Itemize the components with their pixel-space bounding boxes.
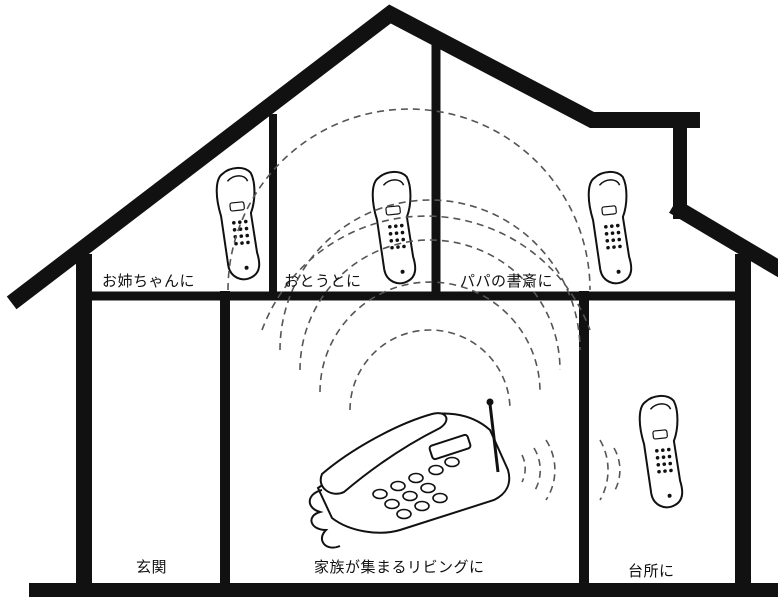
room-label-sister: お姉ちゃんに — [102, 272, 196, 290]
room-label-dad-study: パパの書斎に — [460, 272, 554, 290]
room-label-entrance: 玄関 — [136, 558, 168, 576]
cordless-handset-icon — [585, 169, 637, 287]
room-label-living: 家族が集まるリビングに — [314, 558, 485, 576]
room-label-brother: おとうとに — [284, 272, 362, 290]
house-structure — [6, 4, 778, 597]
cordless-handset-icon — [213, 165, 265, 283]
cordless-handset-icon — [636, 393, 688, 511]
room-label-kitchen: 台所に — [628, 562, 675, 580]
base-phone-icon — [308, 398, 511, 549]
cordless-handset-icon — [369, 169, 421, 287]
radio-wave-icon — [227, 108, 621, 501]
